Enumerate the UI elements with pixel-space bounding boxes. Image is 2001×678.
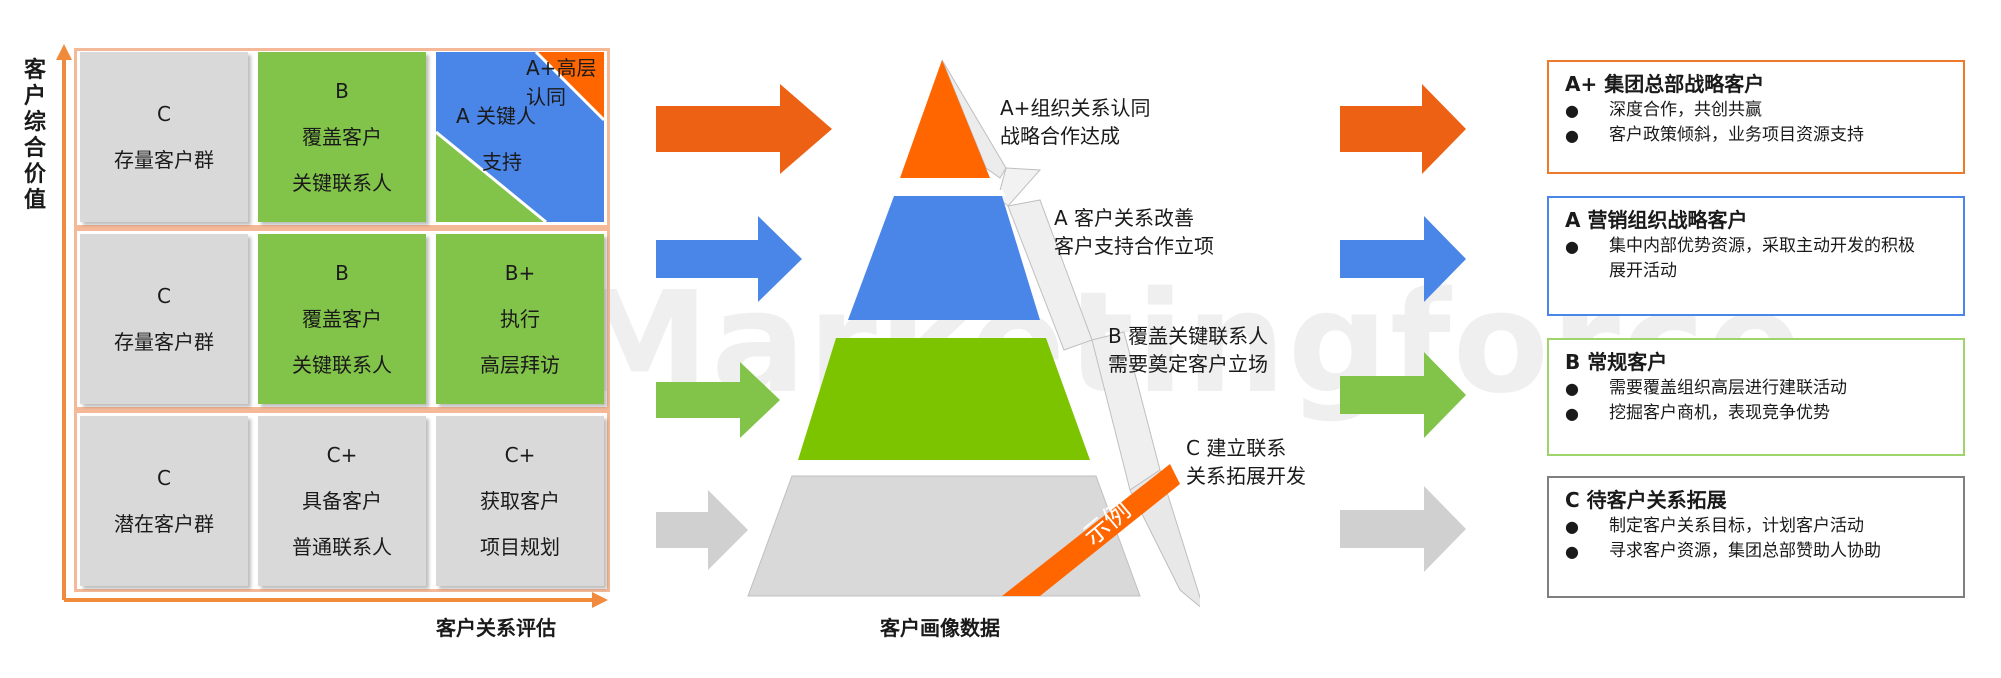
cell-tier: C [157,102,171,126]
pyramid-level-a [848,196,1040,320]
card-a: A 营销组织战略客户 ● 集中内部优势资源，采取主动开发的积极展开活动 [1547,196,1965,316]
cell-line2: 项目规划 [480,535,560,559]
label-line2: 战略合作达成 [1000,124,1120,148]
cell-line1: 潜在客户群 [114,512,214,536]
label-line1: C 建立联系 [1186,436,1287,460]
card-item-text: 深度合作，共创共赢 [1609,100,1762,120]
arrow-left-b [656,362,780,438]
label-line1: A+组织关系认同 [1000,96,1151,120]
arrow-right-c [1340,486,1466,572]
label-line1: B 覆盖关键联系人 [1108,324,1269,348]
cell-tier: B [335,79,349,103]
cell-line1: 执行 [500,307,540,331]
cell-line1: 存量客户群 [114,148,214,172]
card-item: ● 集中内部优势资源，采取主动开发的积极展开活动 [1565,234,1947,284]
cell-line2: 高层拜访 [480,353,560,377]
cell-line2: 普通联系人 [292,535,392,559]
bullet-icon: ● [1565,404,1579,423]
card-item-text: 寻求客户资源，集团总部赞助人协助 [1609,541,1881,561]
arrow-left-a [656,216,802,302]
cell-tier: B+ [504,261,536,285]
a-plus-label: A+高层认同 [526,56,597,109]
matrix-axes [56,44,608,608]
matrix-cell-r1c2: B 覆盖客户 关键联系人 [258,52,426,222]
matrix-row-bottom-border [74,410,610,592]
label-line2: 关系拓展开发 [1186,464,1306,488]
matrix-cell-r2c1: C 存量客户群 [80,234,248,404]
card-item: ● 客户政策倾斜，业务项目资源支持 [1565,123,1947,148]
card-c: C 待客户关系拓展 ● 制定客户关系目标，计划客户活动 ● 寻求客户资源，集团总… [1547,476,1965,598]
bullet-icon: ● [1565,237,1579,256]
card-item-text: 挖掘客户商机，表现竞争优势 [1609,403,1830,423]
matrix-cell-r3c3: C+ 获取客户 项目规划 [436,416,604,586]
matrix-cell-r2c2: B 覆盖客户 关键联系人 [258,234,426,404]
value-relationship-matrix: 客户综合价值 客户关系评估 C 存量客户群 B 覆盖客户 关键联系人 A+高层认… [0,0,620,678]
card-item: ● 需要覆盖组织高层进行建联活动 [1565,376,1947,401]
cell-tier: C [157,284,171,308]
bullet-icon: ● [1565,542,1579,561]
cell-line2: 关键联系人 [292,353,392,377]
cell-line1: 覆盖客户 [302,307,382,331]
cell-tier: C+ [504,443,536,467]
matrix-row-top-border [74,48,610,228]
x-axis-label: 客户关系评估 [436,616,556,640]
arrow-right-a [1340,216,1466,302]
arrow-right-b [1340,352,1466,438]
card-title: A 营销组织战略客户 [1565,208,1748,232]
a-label: A 关键人 [456,104,537,128]
card-item: ● 挖掘客户商机，表现竞争优势 [1565,401,1947,426]
bullet-icon: ● [1565,126,1579,145]
cell-line2: 关键联系人 [292,171,392,195]
cell-line1: 获取客户 [480,489,560,513]
pyramid-level-b [798,338,1090,460]
cell-line1: 具备客户 [302,489,382,513]
bullet-icon: ● [1565,517,1579,536]
card-item: ● 寻求客户资源，集团总部赞助人协助 [1565,539,1947,564]
label-line1: A 客户关系改善 [1054,206,1195,230]
cell-tier: B [335,261,349,285]
card-b: B 常规客户 ● 需要覆盖组织高层进行建联活动 ● 挖掘客户商机，表现竞争优势 [1547,338,1965,456]
example-ribbon [1002,464,1180,596]
bullet-icon: ● [1565,101,1579,120]
cell-line1: 覆盖客户 [302,125,382,149]
label-line2: 客户支持合作立项 [1054,234,1214,258]
arrow-left-c [656,490,748,570]
arrow-left-aplus [656,84,832,174]
pyramid-level-aplus [900,60,990,178]
pyramid-label-c: C 建立联系 关系拓展开发 [1186,434,1306,490]
card-item-text: 制定客户关系目标，计划客户活动 [1609,516,1864,536]
card-item: ● 深度合作，共创共赢 [1565,98,1947,123]
a-support-label: 支持 [482,150,522,174]
matrix-cell-r3c1: C 潜在客户群 [80,416,248,586]
matrix-cell-r1c1: C 存量客户群 [80,52,248,222]
card-item: ● 制定客户关系目标，计划客户活动 [1565,514,1947,539]
card-title: B 常规客户 [1565,350,1668,374]
bullet-icon: ● [1565,379,1579,398]
pyramid-label-a: A 客户关系改善 客户支持合作立项 [1054,204,1214,260]
pyramid-caption: 客户画像数据 [880,616,1000,640]
matrix-cell-r3c2: C+ 具备客户 普通联系人 [258,416,426,586]
cell-tier: C+ [326,443,358,467]
pyramid-diagram [747,59,1200,608]
y-axis-label: 客户综合价值 [23,58,46,213]
card-item-text: 集中内部优势资源，采取主动开发的积极展开活动 [1609,236,1915,281]
pyramid-label-aplus: A+组织关系认同 战略合作达成 [1000,94,1150,150]
cell-tier: C [157,466,171,490]
card-aplus: A+ 集团总部战略客户 ● 深度合作，共创共赢 ● 客户政策倾斜，业务项目资源支… [1547,60,1965,174]
matrix-cell-r2c3: B+ 执行 高层拜访 [436,234,604,404]
a-tier-triangles [436,52,604,222]
cell-line1: 存量客户群 [114,330,214,354]
card-item-text: 需要覆盖组织高层进行建联活动 [1609,378,1847,398]
card-title: C 待客户关系拓展 [1565,488,1727,512]
matrix-cell-a-tier: A+高层认同 A 关键人 支持 [436,52,604,222]
card-title: A+ 集团总部战略客户 [1565,72,1765,96]
matrix-row-mid-border [74,228,610,410]
arrow-right-aplus [1340,84,1466,174]
card-item-text: 客户政策倾斜，业务项目资源支持 [1609,125,1864,145]
pyramid-label-b: B 覆盖关键联系人 需要奠定客户立场 [1108,322,1268,378]
label-line2: 需要奠定客户立场 [1108,352,1268,376]
